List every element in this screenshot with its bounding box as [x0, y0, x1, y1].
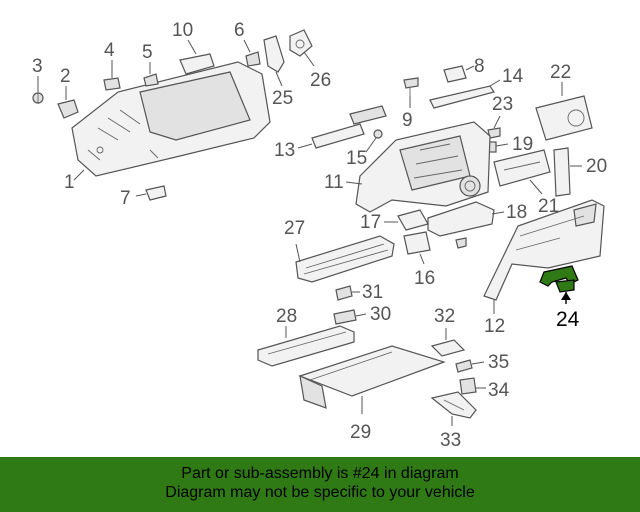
part-27-tonneau-cover — [295, 235, 395, 283]
part-32-cover — [430, 339, 466, 357]
callout-9[interactable]: 9 — [402, 110, 413, 131]
part-20-bracket — [553, 147, 571, 197]
callout-34[interactable]: 34 — [488, 380, 510, 401]
part-26-cover — [289, 29, 313, 57]
callout-23[interactable]: 23 — [492, 94, 513, 115]
part-14-strip — [429, 85, 495, 109]
part-29-floor-mat — [298, 345, 446, 409]
info-banner: Part or sub-assembly is #24 in diagram D… — [0, 457, 640, 512]
callout-12[interactable]: 12 — [484, 316, 505, 337]
part-18-fastener — [455, 237, 467, 249]
callout-1[interactable]: 1 — [64, 172, 75, 193]
part-13-garnish — [311, 105, 387, 149]
part-21-pocket — [493, 149, 551, 187]
callout-32[interactable]: 32 — [434, 306, 455, 327]
callout-3[interactable]: 3 — [32, 56, 43, 77]
part-9-clip — [403, 77, 419, 96]
callout-4[interactable]: 4 — [104, 40, 115, 61]
part-17-box — [397, 209, 429, 231]
exploded-parts-diagram: 1 2 3 4 5 10 6 25 26 — [32, 20, 607, 451]
part-22-panel — [535, 95, 593, 141]
banner-line-1: Part or sub-assembly is #24 in diagram — [181, 465, 459, 482]
callout-13[interactable]: 13 — [274, 140, 295, 161]
callout-30[interactable]: 30 — [370, 304, 391, 325]
callout-16[interactable]: 16 — [414, 268, 435, 289]
callout-5[interactable]: 5 — [142, 42, 153, 63]
part-3-clip — [32, 92, 44, 104]
callout-26[interactable]: 26 — [310, 70, 331, 91]
callout-28[interactable]: 28 — [276, 306, 297, 327]
callout-29[interactable]: 29 — [350, 422, 371, 443]
part-10-handle-bracket — [179, 53, 215, 75]
part-18-tray — [427, 175, 495, 237]
callout-7[interactable]: 7 — [120, 188, 131, 209]
part-11-quarter-trim — [355, 121, 491, 213]
callout-8[interactable]: 8 — [474, 56, 485, 77]
callout-15[interactable]: 15 — [346, 148, 367, 169]
callout-6[interactable]: 6 — [234, 20, 245, 41]
part-6-clip — [245, 51, 261, 67]
part-1-headliner — [71, 61, 271, 177]
part-2-clip — [57, 99, 79, 119]
banner-line-2: Diagram may not be specific to your vehi… — [165, 484, 475, 501]
part-28-deck-board — [257, 325, 355, 367]
callout-35[interactable]: 35 — [488, 352, 509, 373]
callout-33[interactable]: 33 — [440, 430, 461, 451]
part-5-clip — [143, 73, 159, 87]
callout-14[interactable]: 14 — [502, 66, 524, 87]
part-4-clip — [103, 77, 121, 91]
part-35-clip — [455, 359, 473, 373]
part-8-lamp — [443, 65, 467, 83]
callout-27[interactable]: 27 — [284, 218, 305, 239]
callout-20[interactable]: 20 — [586, 156, 607, 177]
part-25-bracket — [263, 35, 285, 73]
callout-10[interactable]: 10 — [172, 20, 193, 41]
callout-24[interactable]: 24 — [556, 308, 580, 331]
callout-11[interactable]: 11 — [324, 172, 344, 193]
callout-19[interactable]: 19 — [512, 134, 533, 155]
part-24-highlighted-trim[interactable] — [539, 265, 579, 293]
part-15-clip — [373, 129, 383, 139]
callout-25[interactable]: 25 — [272, 88, 293, 109]
callout-22[interactable]: 22 — [550, 62, 571, 83]
part-34-hook — [459, 377, 477, 395]
part-31-clip — [335, 285, 353, 301]
callout-18[interactable]: 18 — [506, 202, 527, 223]
part-7-bracket — [145, 185, 167, 201]
callout-31[interactable]: 31 — [362, 282, 383, 303]
callout-2[interactable]: 2 — [60, 66, 71, 87]
callout-21[interactable]: 21 — [538, 196, 559, 217]
part-33-garnish — [430, 391, 477, 419]
part-30-bracket — [333, 309, 357, 325]
callout-17[interactable]: 17 — [360, 212, 381, 233]
part-12-lower-trim — [483, 199, 605, 301]
part-16-box — [403, 231, 431, 255]
